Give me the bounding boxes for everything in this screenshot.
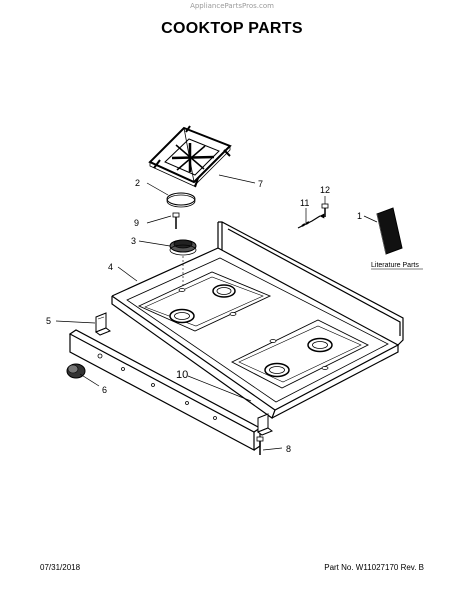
control-knob: [66, 363, 86, 379]
callout-8: 8: [286, 444, 291, 454]
footer-date: 07/31/2018: [40, 563, 81, 572]
callout-12: 12: [320, 185, 330, 195]
bracket-left: [94, 312, 112, 336]
callout-9: 9: [134, 218, 139, 228]
literature-parts: [376, 207, 403, 255]
callout-11: 11: [300, 198, 309, 208]
callout-2: 2: [135, 178, 140, 188]
callout-7: 7: [258, 179, 263, 189]
page-title: COOKTOP PARTS: [161, 20, 303, 37]
burner-grate: [148, 125, 232, 188]
bracket-right: [256, 413, 274, 436]
cooktop-burners: [169, 284, 333, 378]
mounting-screw: [256, 436, 264, 455]
callout-5: 5: [46, 316, 51, 326]
callout-1: 1: [357, 211, 362, 221]
burner-cap: [166, 192, 196, 208]
burner-base: [169, 239, 197, 288]
callout-4: 4: [108, 262, 113, 272]
control-panel: [68, 329, 262, 451]
callout-6: 6: [102, 385, 107, 395]
cooktop-body: [111, 221, 404, 419]
callout-10: 10: [176, 369, 188, 381]
watermark: AppliancePartsPros.com: [190, 2, 274, 10]
literature-parts-label: Literature Parts: [371, 262, 419, 269]
igniter-wire: [297, 213, 325, 229]
leader-lines: [55, 174, 378, 451]
footer-part-number: Part No. W11027170 Rev. B: [324, 563, 424, 572]
burner-screw: [172, 212, 180, 229]
callout-3: 3: [131, 236, 136, 246]
